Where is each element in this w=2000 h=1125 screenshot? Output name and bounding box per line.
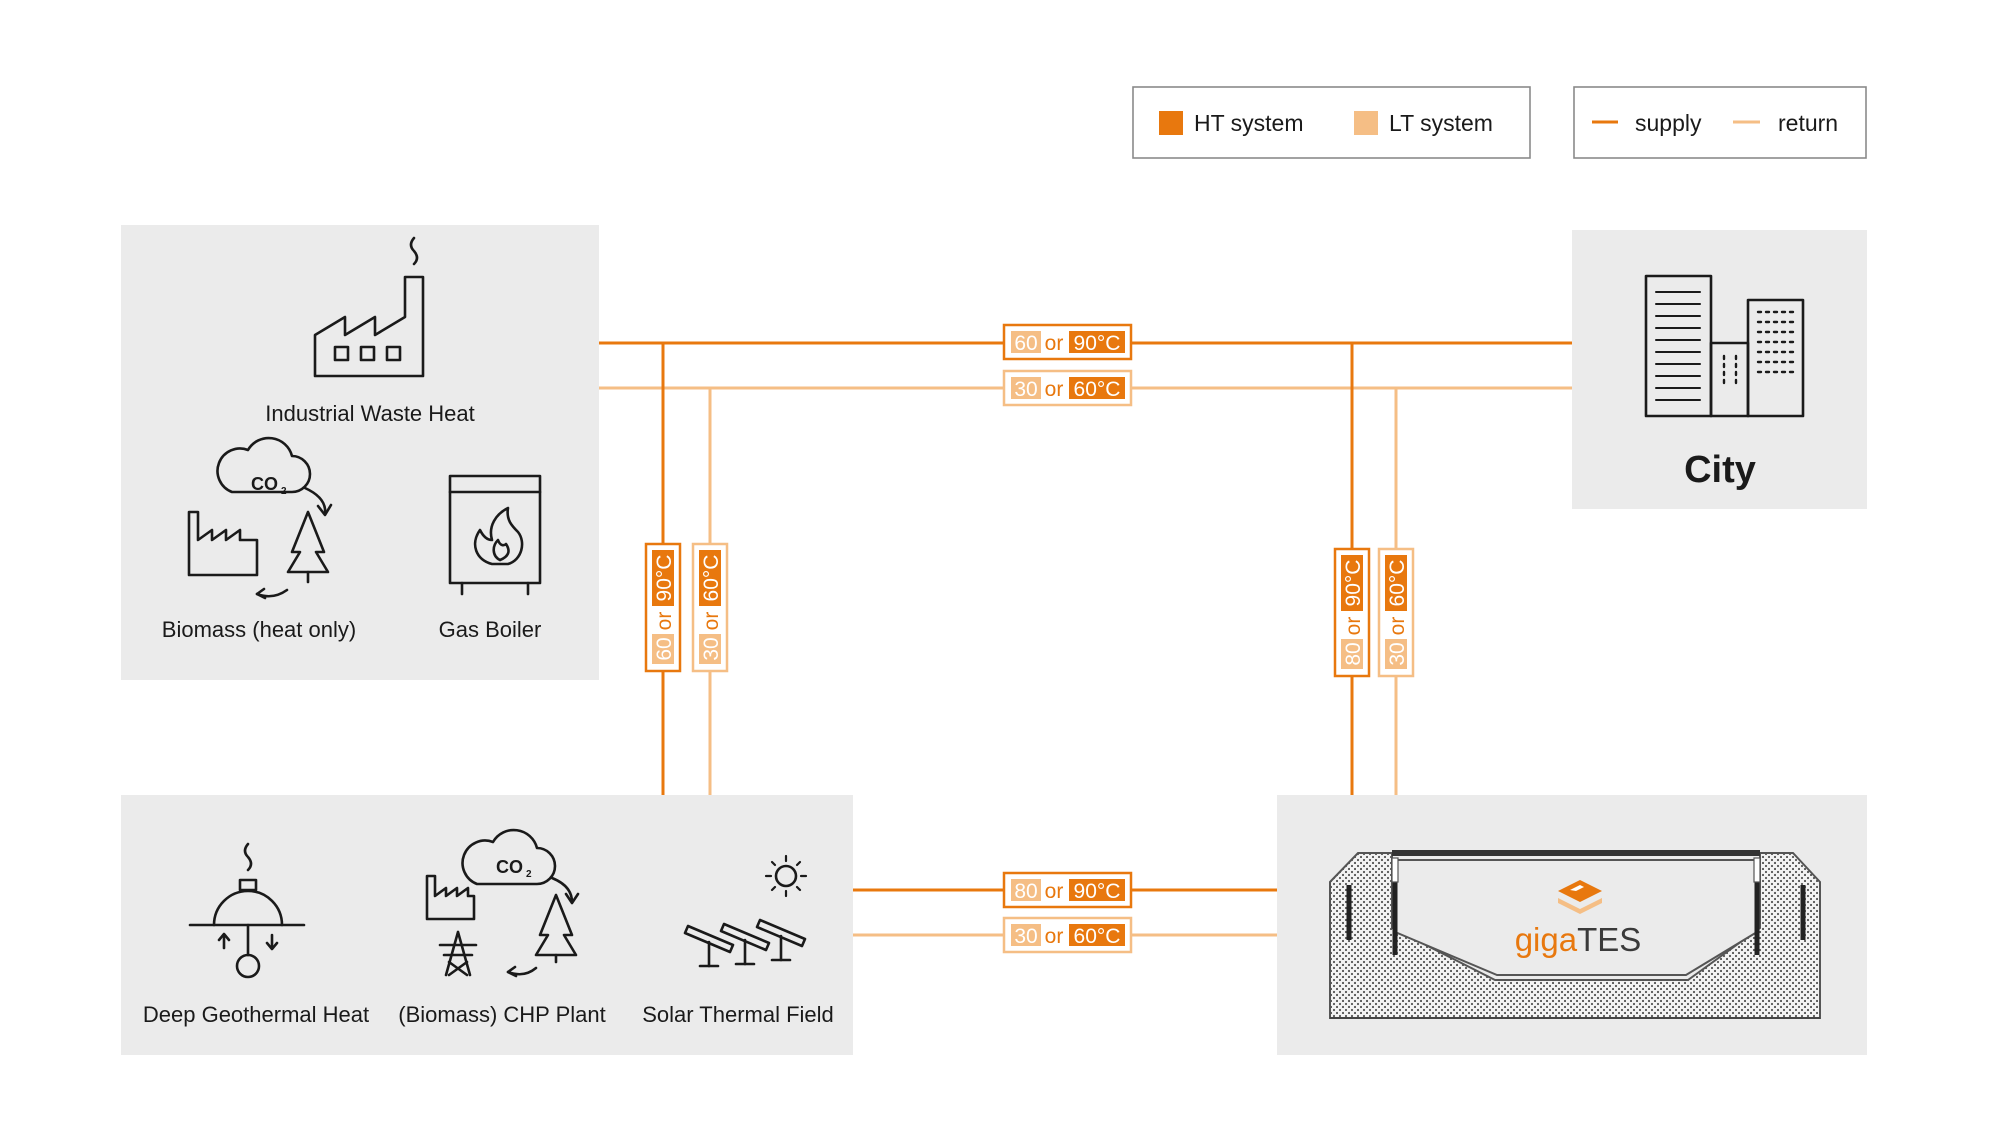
co2-subscript: 2: [281, 486, 287, 497]
deep-geothermal-label: Deep Geothermal Heat: [143, 1002, 369, 1027]
temp-or: or: [1045, 925, 1064, 948]
temp-or: or: [653, 612, 676, 631]
factory-icon: [313, 236, 425, 378]
biomass-label: Biomass (heat only): [162, 617, 356, 642]
temp-tag-right-supply: 80 or 90°C: [1333, 547, 1371, 678]
temp-or: or: [1386, 617, 1409, 636]
temp-tag-bottom-supply: 80 or 90°C: [1002, 871, 1133, 909]
storage-tank-icon: [1329, 850, 1821, 1019]
temp-or: or: [1045, 332, 1064, 355]
temp-tag-top-supply: 60 or 90°C: [1002, 323, 1133, 361]
temp-high-value: 60°C: [700, 555, 723, 602]
return-legend-label: return: [1778, 110, 1838, 136]
temp-high-value: 90°C: [1342, 560, 1365, 607]
temp-or: or: [700, 612, 723, 631]
ht-swatch: [1159, 111, 1183, 135]
temp-low-value: 80: [1014, 880, 1037, 903]
lt-legend-label: LT system: [1389, 110, 1493, 136]
temp-low-value: 60: [653, 637, 676, 660]
temp-high-value: 60°C: [1074, 378, 1121, 401]
ht-legend-label: HT system: [1194, 110, 1303, 136]
solar-thermal-label: Solar Thermal Field: [642, 1002, 834, 1027]
temp-high-value: 90°C: [1074, 332, 1121, 355]
temp-or: or: [1045, 378, 1064, 401]
temp-tag-left-supply: 60 or 90°C: [644, 542, 682, 673]
co2-label-chp: CO: [496, 857, 523, 877]
biomass-icon: [187, 436, 333, 600]
city-box: [1572, 230, 1867, 509]
lt-swatch: [1354, 111, 1378, 135]
temp-high-value: 90°C: [653, 555, 676, 602]
top-sources-box: [121, 225, 599, 680]
temp-low-value: 30: [1014, 925, 1037, 948]
temp-low-value: 80: [1342, 642, 1365, 665]
temp-tag-top-return: 30 or 60°C: [1002, 369, 1133, 407]
temp-low-value: 30: [700, 637, 723, 660]
temp-high-value: 60°C: [1074, 925, 1121, 948]
temp-high-value: 60°C: [1386, 560, 1409, 607]
temp-tag-right-return: 30 or 60°C: [1377, 547, 1415, 678]
co2-label: CO: [251, 474, 278, 494]
temp-low-value: 30: [1386, 642, 1409, 665]
temp-low-value: 60: [1014, 332, 1037, 355]
gigates-logo-mark: [1558, 880, 1602, 914]
gigates-logo: gigaTES: [1515, 921, 1642, 958]
temp-tag-bottom-return: 30 or 60°C: [1002, 916, 1133, 954]
temp-low-value: 30: [1014, 378, 1037, 401]
co2-subscript-chp: 2: [526, 869, 532, 880]
supply-legend-label: supply: [1635, 110, 1702, 136]
temp-high-value: 90°C: [1074, 880, 1121, 903]
chp-plant-label: (Biomass) CHP Plant: [398, 1002, 605, 1027]
gas-boiler-label: Gas Boiler: [439, 617, 542, 642]
legend-lines: supply return: [1573, 86, 1867, 159]
city-icon: [1644, 274, 1805, 418]
temp-or: or: [1045, 880, 1064, 903]
city-label: City: [1684, 449, 1756, 491]
gas-boiler-icon: [448, 474, 542, 596]
legend-systems: HT system LT system: [1132, 86, 1531, 159]
temp-or: or: [1342, 617, 1365, 636]
solar-thermal-icon: [683, 854, 808, 968]
temp-tag-left-return: 30 or 60°C: [691, 542, 729, 673]
chp-plant-icon: [425, 828, 580, 978]
industrial-waste-heat-label: Industrial Waste Heat: [265, 401, 475, 426]
geothermal-icon: [188, 842, 306, 979]
